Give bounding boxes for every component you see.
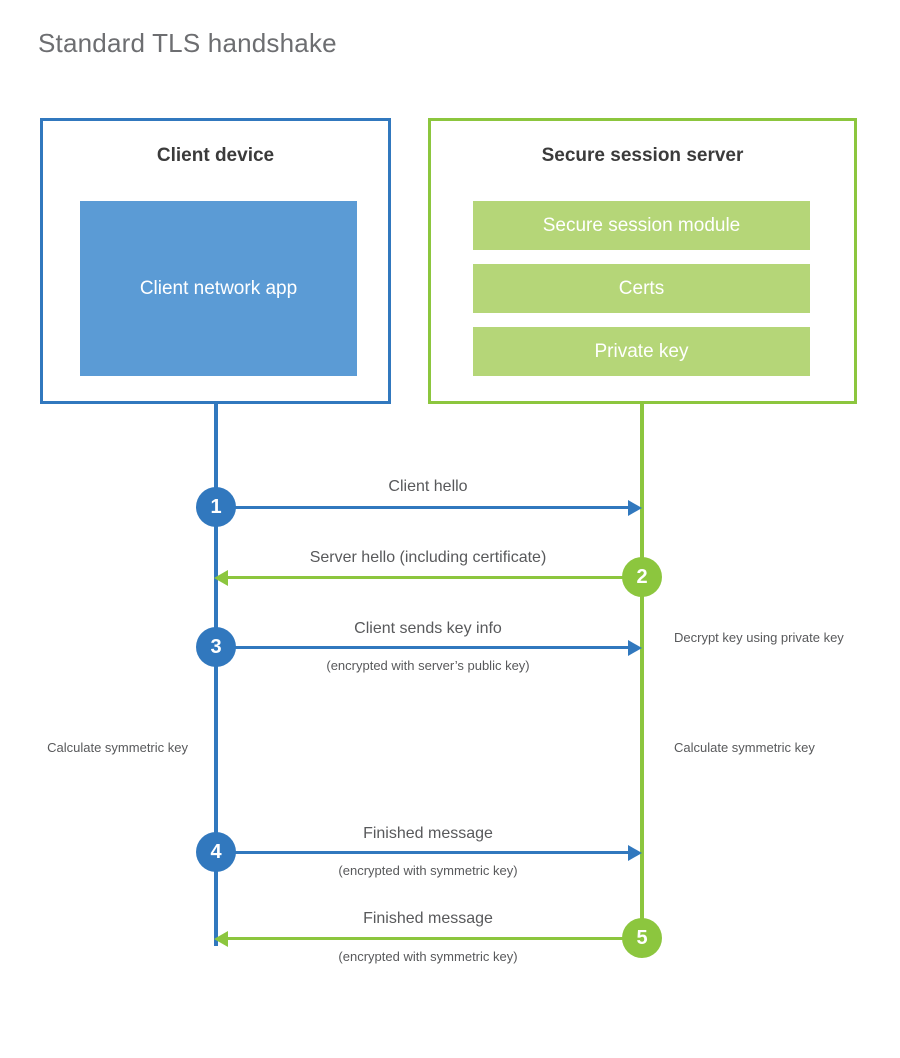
step-2-number-badge[interactable]: 2 (622, 557, 662, 597)
client-device-box: Client device Client network app (40, 118, 391, 404)
note-decrypt-key: Decrypt key using private key (674, 630, 844, 645)
step-5-number-badge[interactable]: 5 (622, 918, 662, 958)
step-1-number-badge[interactable]: 1 (196, 487, 236, 527)
step-2-arrow-line (226, 576, 642, 579)
server-component-private-key: Private key (473, 327, 810, 376)
step-3-number-badge[interactable]: 3 (196, 627, 236, 667)
step-1-arrow-line (216, 506, 630, 509)
step-2-label: Server hello (including certificate) (309, 549, 547, 566)
step-5-arrow-head-icon (214, 930, 228, 947)
server-component-certs: Certs (473, 264, 810, 313)
note-client-calculate-symmetric-key: Calculate symmetric key (47, 740, 188, 755)
step-3-sublabel: (encrypted with server’s public key) (326, 658, 530, 673)
step-5-arrow-line (226, 937, 642, 940)
client-network-app-block: Client network app (80, 201, 357, 376)
step-3-arrow-line (216, 646, 630, 649)
step-2-arrow-head-icon (214, 569, 228, 586)
step-1-arrow-head-icon (628, 499, 642, 516)
secure-session-server-box: Secure session server Secure session mod… (428, 118, 857, 404)
server-lifeline (640, 404, 644, 932)
step-5-label: Finished message (363, 910, 493, 927)
step-4-sublabel: (encrypted with symmetric key) (338, 863, 518, 878)
step-4-number-badge[interactable]: 4 (196, 832, 236, 872)
server-component-secure-session-module: Secure session module (473, 201, 810, 250)
step-1-label: Client hello (388, 478, 468, 495)
step-3-label: Client sends key info (354, 620, 502, 637)
step-4-arrow-head-icon (628, 844, 642, 861)
step-4-arrow-line (216, 851, 630, 854)
step-5-sublabel: (encrypted with symmetric key) (338, 949, 518, 964)
page-title: Standard TLS handshake (38, 28, 337, 58)
client-device-title: Client device (156, 145, 275, 166)
step-3-arrow-head-icon (628, 639, 642, 656)
client-lifeline (214, 404, 218, 946)
step-4-label: Finished message (363, 825, 493, 842)
secure-session-server-title: Secure session server (541, 145, 744, 166)
note-server-calculate-symmetric-key: Calculate symmetric key (674, 740, 815, 755)
